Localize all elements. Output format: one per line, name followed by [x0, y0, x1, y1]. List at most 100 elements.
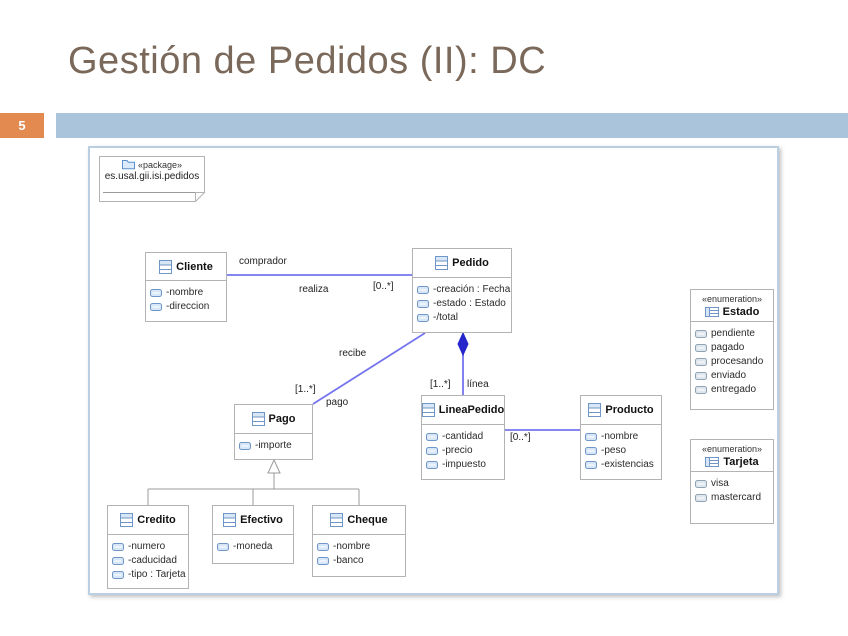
attribute-icon [585, 447, 597, 455]
attribute-row: -existencias [585, 458, 657, 471]
attribute-label: -moneda [233, 541, 273, 552]
class-pedido: Pedido -creación : Fecha -estado : Estad… [412, 248, 512, 333]
multiplicity-linea: [1..*] [430, 379, 451, 390]
class-lineapedido: LineaPedido -cantidad -precio -impuesto [421, 395, 505, 480]
class-cliente: Cliente -nombre -direccion [145, 252, 227, 322]
package-note: «package» es.usal.gii.isi.pedidos [99, 156, 205, 202]
class-producto: Producto -nombre -peso -existencias [580, 395, 662, 480]
attribute-row: -nombre [150, 286, 222, 299]
association-pedido-pago [312, 332, 426, 405]
attribute-label: -impuesto [442, 459, 486, 470]
connectors-layer [147, 274, 580, 505]
class-name: Producto [605, 404, 654, 416]
attribute-row: -tipo : Tarjeta [112, 568, 186, 581]
role-label-comprador: comprador [239, 256, 287, 267]
attribute-icon [317, 543, 329, 551]
class-credito-header: Credito [108, 506, 188, 535]
class-icon [422, 403, 435, 417]
attribute-row: -impuesto [426, 458, 500, 471]
attribute-icon [585, 433, 597, 441]
class-efectivo: Efectivo -moneda [212, 505, 294, 564]
enumeration-estado-header: «enumeration» Estado [691, 290, 773, 322]
attribute-row: -importe [239, 439, 308, 452]
enum-literal-icon [695, 372, 707, 380]
enum-literal-icon [695, 494, 707, 502]
attribute-icon [217, 543, 229, 551]
literal-row: pagado [695, 341, 769, 354]
class-icon [330, 513, 343, 527]
attribute-label: -numero [128, 541, 166, 552]
attribute-icon [417, 300, 429, 308]
class-icon [435, 256, 448, 270]
accent-bar [56, 113, 848, 138]
attribute-label: -importe [255, 440, 292, 451]
class-pago: Pago -importe [234, 404, 313, 460]
class-name: Cliente [176, 260, 213, 273]
enumeration-estado-literals: pendiente pagado procesando enviado entr… [691, 322, 773, 401]
class-name: Pago [268, 413, 296, 425]
literal-label: mastercard [711, 492, 762, 503]
attribute-label: -cantidad [442, 431, 484, 442]
class-icon [588, 403, 601, 417]
attribute-row: -banco [317, 554, 401, 567]
attribute-row: -nombre [585, 430, 657, 443]
class-lineapedido-attributes: -cantidad -precio -impuesto [422, 425, 504, 476]
package-stereotype: «package» [137, 159, 183, 170]
multiplicity-pedido: [0..*] [373, 281, 394, 292]
enumeration-name: Estado [722, 306, 760, 318]
class-cliente-header: Cliente [146, 253, 226, 281]
attribute-row: -peso [585, 444, 657, 457]
attribute-label: -direccion [166, 301, 210, 312]
attribute-row: -precio [426, 444, 500, 457]
attribute-icon [112, 571, 124, 579]
attribute-label: -precio [442, 445, 473, 456]
attribute-row: -estado : Estado [417, 297, 507, 310]
attribute-row: -nombre [317, 540, 401, 553]
literal-row: procesando [695, 355, 769, 368]
attribute-icon [112, 543, 124, 551]
attribute-row: -moneda [217, 540, 289, 553]
enumeration-stereotype: «enumeration» [701, 444, 763, 454]
literal-row: pendiente [695, 327, 769, 340]
literal-label: pagado [711, 342, 745, 353]
literal-label: procesando [711, 356, 764, 367]
literal-row: enviado [695, 369, 769, 382]
class-name: Credito [137, 514, 176, 526]
role-label-linea: línea [467, 379, 489, 390]
enumeration-icon [705, 457, 719, 467]
enum-literal-icon [695, 480, 707, 488]
slide-title: Gestión de Pedidos (II): DC [68, 40, 547, 82]
class-name: Pedido [452, 257, 489, 269]
attribute-icon [426, 433, 438, 441]
enum-literal-icon [695, 386, 707, 394]
literal-row: entregado [695, 383, 769, 396]
literal-label: pendiente [711, 328, 755, 339]
attribute-label: -nombre [166, 287, 204, 298]
page-number-badge: 5 [0, 113, 44, 138]
literal-row: visa [695, 477, 769, 490]
attribute-label: -creación : Fecha [433, 284, 511, 295]
class-cliente-attributes: -nombre -direccion [146, 281, 226, 318]
enumeration-name: Tarjeta [723, 456, 759, 468]
literal-label: visa [711, 478, 729, 489]
class-producto-attributes: -nombre -peso -existencias [581, 425, 661, 476]
attribute-icon [317, 557, 329, 565]
class-name: Efectivo [240, 514, 283, 526]
composition-diamond [457, 331, 469, 357]
attribute-label: -nombre [601, 431, 639, 442]
class-diagram-canvas: «package» es.usal.gii.isi.pedidos Client… [88, 146, 779, 595]
package-name: es.usal.gii.isi.pedidos [104, 171, 200, 182]
attribute-icon [417, 314, 429, 322]
role-label-pago: pago [326, 397, 349, 408]
enum-literal-icon [695, 344, 707, 352]
class-lineapedido-header: LineaPedido [422, 396, 504, 425]
literal-label: enviado [711, 370, 747, 381]
enumeration-icon [705, 307, 719, 317]
multiplicity-producto: [0..*] [510, 432, 531, 443]
class-name: LineaPedido [438, 404, 505, 416]
literal-row: mastercard [695, 491, 769, 504]
attribute-label: -peso [601, 445, 627, 456]
attribute-label: -/total [433, 312, 459, 323]
package-note-content: «package» es.usal.gii.isi.pedidos [99, 159, 205, 183]
class-pago-header: Pago [235, 405, 312, 434]
